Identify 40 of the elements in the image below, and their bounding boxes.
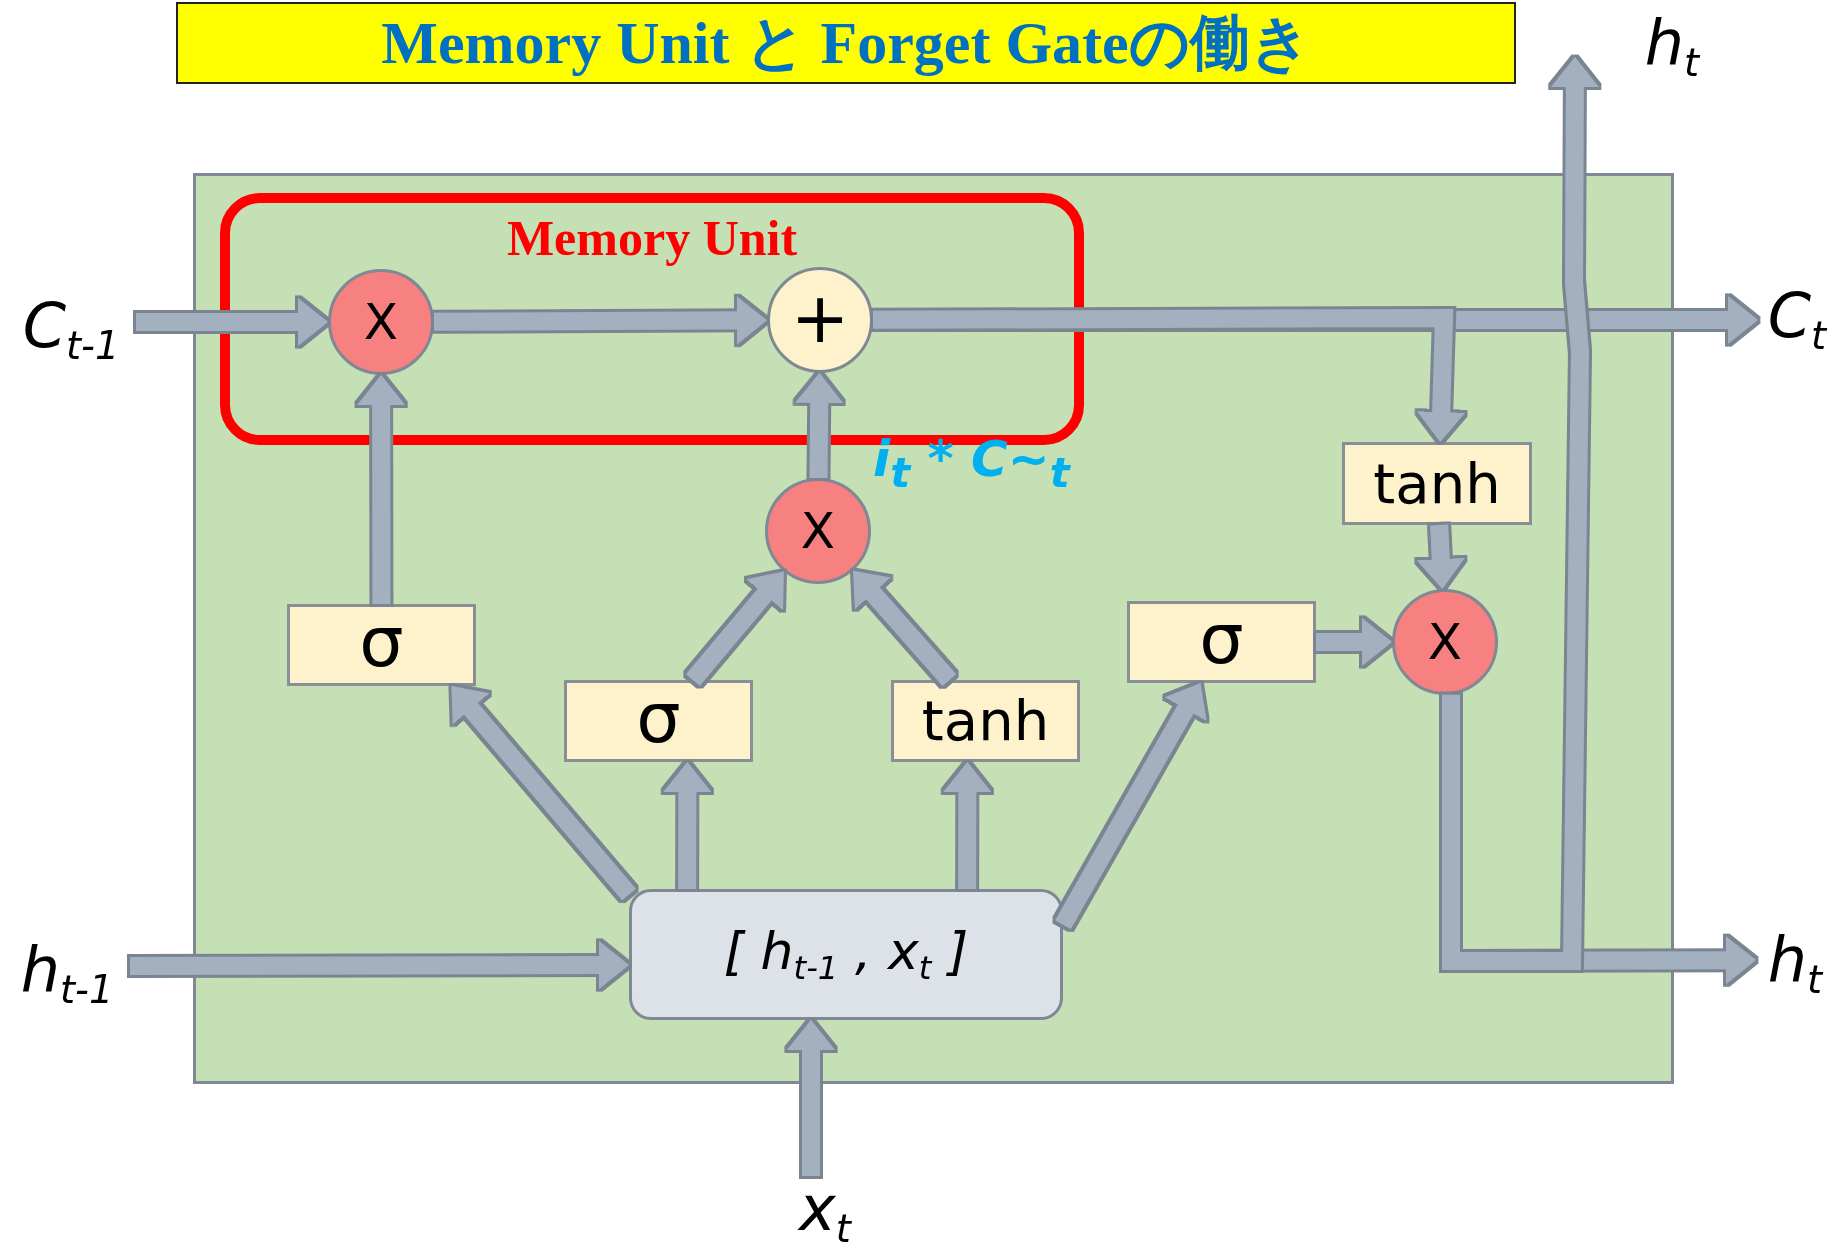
activation-box xyxy=(891,680,1080,762)
variable-label: h$_{t}$ xyxy=(1644,12,1700,82)
lstm-cell-panel xyxy=(193,173,1674,1084)
variable-label: h$_{t-1}$ xyxy=(20,939,114,1009)
arrow xyxy=(943,762,992,890)
arrow xyxy=(853,570,957,686)
arrow xyxy=(451,686,636,901)
function-label: σ xyxy=(359,607,404,677)
concat-formula: [ h$_{t-1}$ , x$_{t}$ ] xyxy=(723,925,969,984)
arrow xyxy=(130,941,629,989)
arrow xyxy=(1055,683,1207,930)
title-text: Memory Unit と Forget Gateの働き xyxy=(381,8,1311,78)
activation-box xyxy=(287,604,476,686)
arrow xyxy=(663,762,712,890)
arrow xyxy=(795,373,844,479)
variable-label: C$_{t-1}$ xyxy=(22,295,120,365)
concat-box xyxy=(629,889,1063,1020)
function-label: σ xyxy=(1199,604,1244,674)
function-label: tanh xyxy=(1373,455,1501,512)
arrow xyxy=(1416,524,1465,590)
operator-symbol: + xyxy=(790,283,850,353)
arrow xyxy=(433,296,767,345)
variable-label: h$_{t}$ xyxy=(1767,929,1823,999)
activation-box xyxy=(564,680,753,762)
edge-annotation: i$_{t}$ * C~$_{t}$ xyxy=(873,430,1070,497)
operator-symbol: X xyxy=(1427,617,1463,667)
variable-label: x$_{t}$ xyxy=(799,1178,851,1248)
arrow xyxy=(787,1020,835,1176)
function-label: tanh xyxy=(921,693,1050,749)
arrow xyxy=(1316,618,1392,666)
operator-symbol: X xyxy=(363,297,399,347)
activation-box xyxy=(1127,601,1316,683)
arrow xyxy=(357,375,406,605)
activation-box xyxy=(1342,442,1532,525)
arrow xyxy=(136,298,328,346)
operator-symbol: X xyxy=(800,506,836,556)
arrow xyxy=(1442,57,1599,970)
variable-label: C$_{t}$ xyxy=(1767,285,1827,355)
arrow xyxy=(872,308,1466,442)
function-label: σ xyxy=(636,683,681,753)
